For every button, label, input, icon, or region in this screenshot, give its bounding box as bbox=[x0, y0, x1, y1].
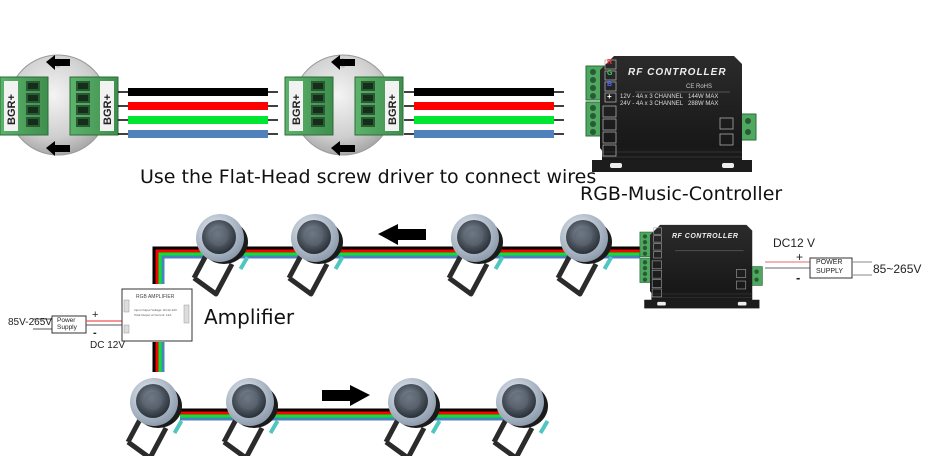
spotlight-bottom-1 bbox=[128, 378, 183, 456]
terminal-label: BGR+ bbox=[291, 94, 303, 125]
spotlight-bottom-2 bbox=[224, 378, 279, 456]
channel-plus: + bbox=[607, 92, 612, 101]
minus-sign: - bbox=[796, 270, 801, 285]
controller-caption: RGB-Music-Controller bbox=[580, 183, 783, 205]
controller-spec-2: 24V - 4A x 3 CHANNEL bbox=[620, 101, 684, 107]
spotlight-bottom-4 bbox=[494, 378, 549, 456]
rgb-amplifier bbox=[121, 288, 193, 342]
dc12v-label-left: DC 12V bbox=[90, 340, 126, 351]
wire-bundle-1 bbox=[117, 87, 279, 139]
arrow-left-icon bbox=[378, 224, 426, 245]
amplifier-title: RGB AMPLIFIER bbox=[136, 294, 175, 300]
channel-g: G bbox=[607, 70, 613, 77]
spotlight-bottom-3 bbox=[386, 378, 441, 456]
dc12v-label: DC12 V bbox=[773, 236, 816, 250]
terminal-label: BGR+ bbox=[6, 94, 18, 125]
amplifier-spec-1: Input Output Voltage: DC12-24V bbox=[134, 308, 178, 312]
channel-b: B bbox=[607, 81, 613, 88]
terminal-label: BGR+ bbox=[102, 94, 114, 125]
controller-certs: CE RoHS bbox=[686, 84, 713, 90]
controller-title: RF CONTROLLER bbox=[628, 67, 727, 78]
spotlight-top-1 bbox=[194, 214, 249, 294]
amplifier-caption: Amplifier bbox=[204, 305, 295, 329]
amplifier-spec-2: Total Output of Current: 12A bbox=[134, 313, 172, 317]
left-supply-wiring bbox=[33, 315, 122, 334]
ac-input-label: 85~265V bbox=[873, 262, 922, 276]
spotlight-top-2 bbox=[289, 214, 344, 294]
left-power-box-line1: Power bbox=[57, 317, 76, 324]
channel-r: R bbox=[607, 59, 613, 66]
power-supply-box-line1: POWER bbox=[816, 259, 843, 266]
controller-title-small: RF CONTROLLER bbox=[672, 233, 739, 240]
connect-instruction: Use the Flat-Head screw driver to connec… bbox=[140, 166, 597, 188]
controller-watt-2: 288W MAX bbox=[688, 101, 719, 107]
power-supply-box-line2: SUPPLY bbox=[816, 268, 844, 275]
ac-input-label-left: 85V-265V bbox=[8, 317, 52, 328]
wire-bundle-2 bbox=[403, 87, 565, 139]
controller-watt-1: 144W MAX bbox=[688, 94, 719, 100]
spotlight-top-3 bbox=[449, 214, 504, 294]
terminal-label: BGR+ bbox=[387, 94, 399, 125]
left-minus-sign: - bbox=[93, 327, 97, 339]
controller-spec-1: 12V - 4A x 3 CHANNEL bbox=[620, 94, 684, 100]
plus-sign: + bbox=[796, 250, 804, 264]
left-plus-sign: + bbox=[92, 309, 99, 321]
right-supply-wiring bbox=[765, 257, 872, 279]
spotlight-top-4 bbox=[558, 214, 613, 294]
left-power-box-line2: Supply bbox=[57, 324, 77, 331]
arrow-right-icon bbox=[322, 385, 370, 406]
